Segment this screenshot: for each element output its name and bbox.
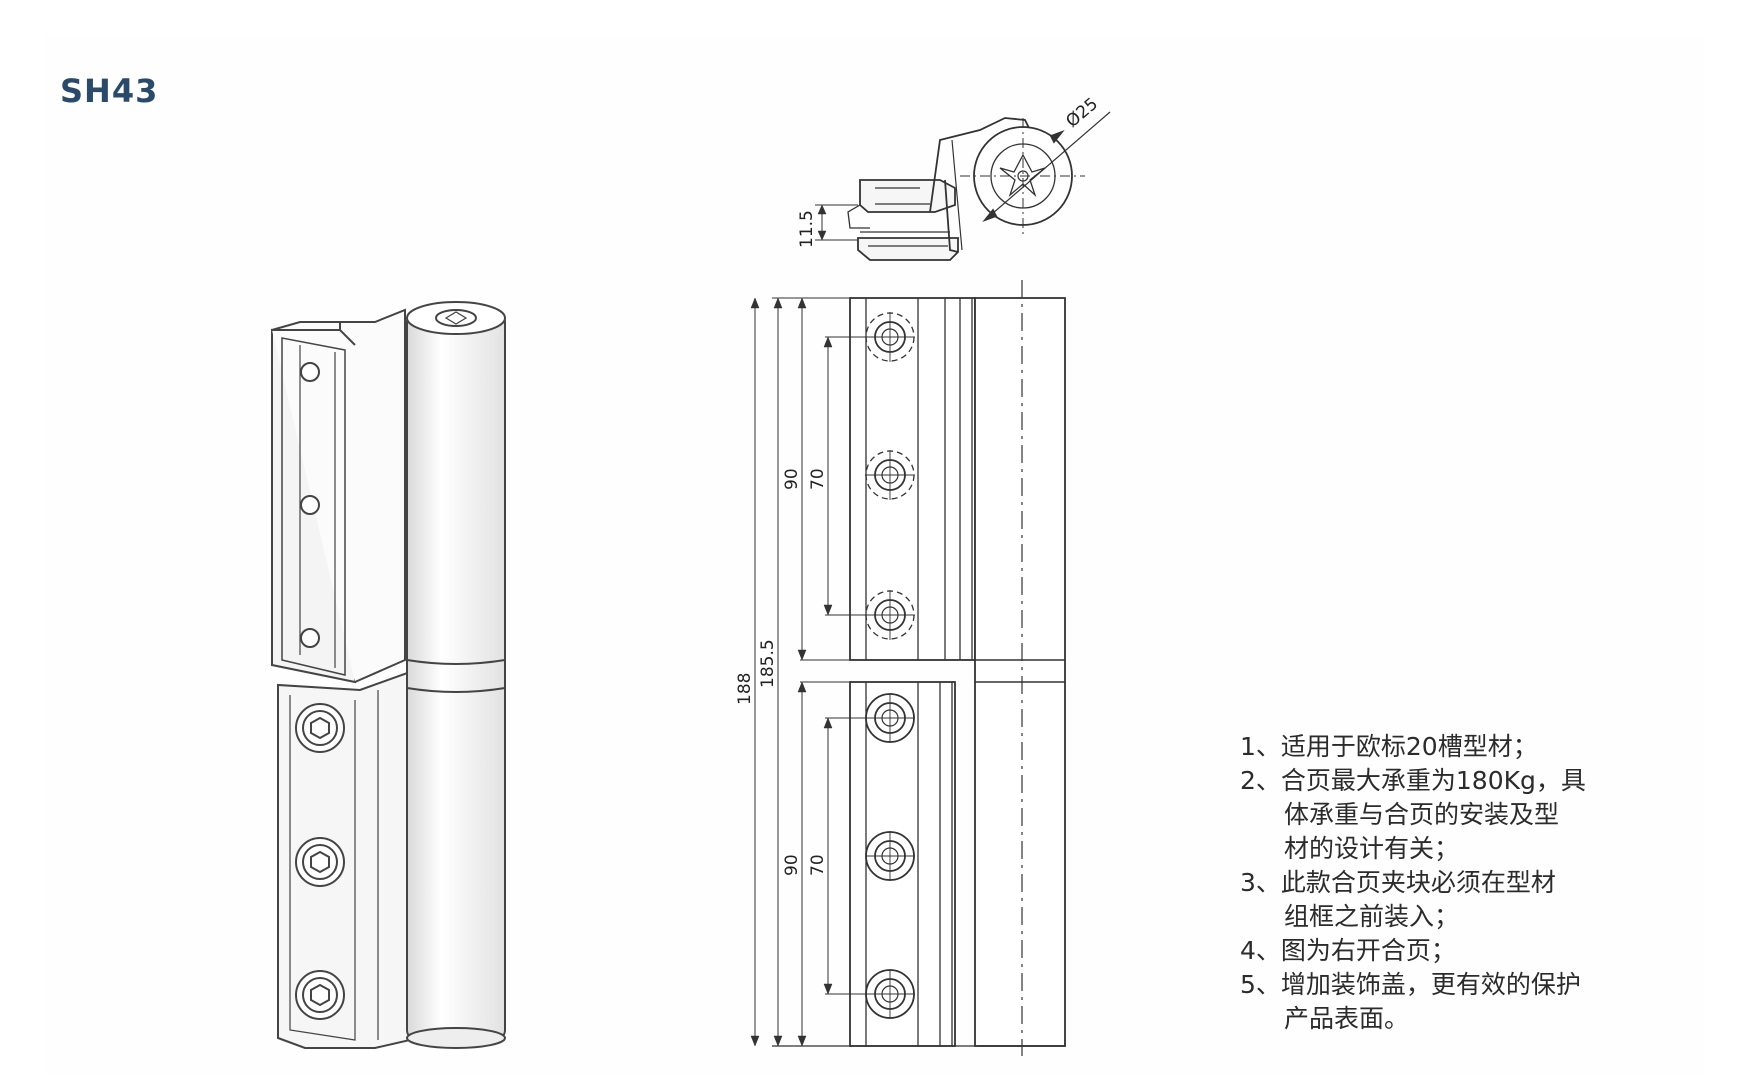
screw-2 (295, 837, 345, 887)
lower-inner-label: 70 (808, 854, 828, 876)
front-elevation (750, 280, 1066, 1056)
screw-1 (295, 703, 345, 753)
upper-hole-1 (865, 312, 915, 362)
note-line: 1、适用于欧标20槽型材； (1240, 732, 1538, 761)
screw-3 (295, 970, 345, 1020)
note-line: 2、合页最大承重为180Kg，具 (1240, 766, 1586, 795)
section-view (815, 111, 1111, 261)
note-line: 4、图为右开合页； (1240, 936, 1456, 965)
lower-outer-label: 90 (782, 854, 802, 876)
note-line: 组框之前装入； (1284, 902, 1460, 931)
upper-hole-3 (865, 590, 915, 640)
spec-notes: 1、适用于欧标20槽型材； 2、合页最大承重为180Kg，具 体承重与合页的安装… (1240, 730, 1660, 1036)
note-line: 3、此款合页夹块必须在型材 (1240, 868, 1556, 897)
lower-hole-1 (865, 693, 915, 743)
overall-height-label: 188 (735, 673, 755, 705)
offset-label: 11.5 (797, 210, 817, 248)
note-line: 体承重与合页的安装及型 (1284, 800, 1560, 829)
lower-hole-2 (865, 831, 915, 881)
leaf-height-label: 185.5 (758, 639, 778, 688)
upper-outer-label: 90 (782, 468, 802, 490)
note-line: 材的设计有关； (1284, 834, 1460, 863)
model-title: SH43 (60, 72, 159, 110)
lower-hole-3 (865, 969, 915, 1019)
hinge-3d-view (271, 301, 506, 1049)
upper-inner-label: 70 (808, 468, 828, 490)
diameter-label: Ø25 (1062, 94, 1102, 132)
note-line: 5、增加装饰盖，更有效的保护 (1240, 970, 1581, 999)
upper-hole-2 (865, 450, 915, 500)
note-line: 产品表面。 (1284, 1004, 1410, 1033)
